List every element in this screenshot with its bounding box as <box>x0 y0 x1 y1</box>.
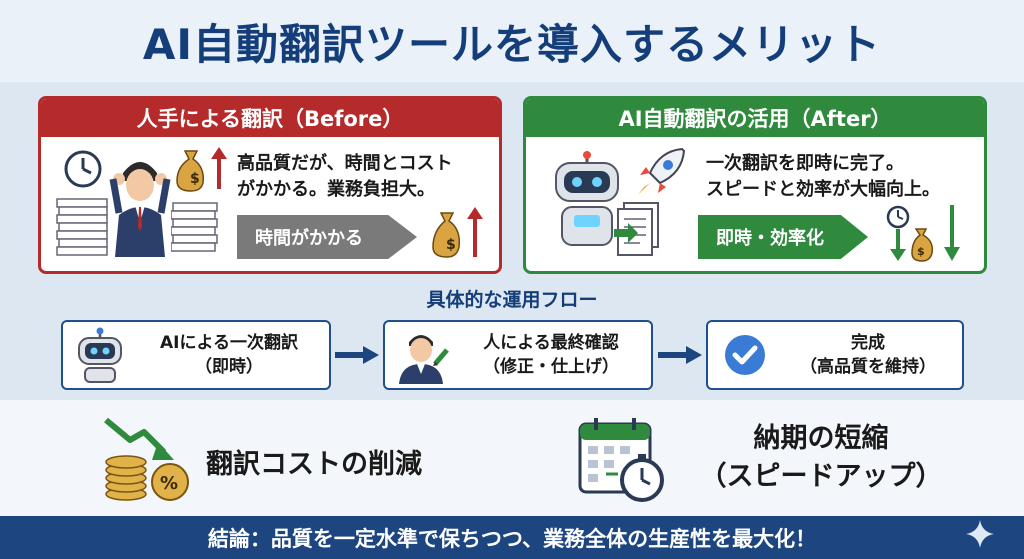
paper-stack-icon <box>171 202 218 252</box>
checkmark-icon <box>725 335 765 375</box>
svg-text:$: $ <box>190 171 200 187</box>
after-card: AI自動翻訳の活用（After） 一次翻訳を即時に完了。 スピードと効率が大幅向… <box>523 96 987 274</box>
instant-efficiency-arrow: 即時・効率化 <box>698 215 868 259</box>
flow-step-label: 完成 <box>851 333 885 353</box>
benefit-speedup-line-2: （スピードアップ） <box>699 461 943 492</box>
flow-step-label: AIによる一次翻訳 <box>160 333 298 353</box>
flow-arrow-icon <box>658 346 702 364</box>
robot-icon <box>555 151 619 246</box>
flow-step-sublabel: （即時） <box>195 357 263 377</box>
before-description-line-2: がかかる。業務負担大。 <box>237 179 435 200</box>
flow-step-text: 完成 （高品質を維持） <box>774 331 962 379</box>
time-consuming-arrow: 時間がかかる <box>237 215 417 259</box>
flow-step-complete: 完成 （高品質を維持） <box>706 320 964 390</box>
clock-money-down-icon: $ <box>886 205 960 262</box>
svg-text:$: $ <box>917 245 925 258</box>
flow-step-sublabel: （修正・仕上げ） <box>483 357 619 377</box>
page-title: AI自動翻訳ツールを導入するメリット <box>0 0 1024 82</box>
money-bag-icon: $ <box>176 147 227 192</box>
flow-arrow-icon <box>335 346 379 364</box>
flow-step-text: 人による最終確認 （修正・仕上げ） <box>451 331 651 379</box>
stressed-worker-icon <box>109 162 171 257</box>
after-description-line-2: スピードと効率が大幅向上。 <box>706 179 940 200</box>
svg-text:%: % <box>160 473 178 494</box>
after-card-header: AI自動翻訳の活用（After） <box>526 99 984 137</box>
before-card: 人手による翻訳（Before） $ <box>38 96 502 274</box>
conclusion-banner: 結論：品質を一定水準で保ちつつ、業務全体の生産性を最大化！ <box>0 516 1024 559</box>
flow-step-sublabel: （高品質を維持） <box>800 357 936 377</box>
before-card-header: 人手による翻訳（Before） <box>41 99 499 137</box>
benefit-speedup-line-1: 納期の短縮 <box>753 423 889 454</box>
coins-decrease-icon: % <box>104 417 189 501</box>
robot-icon <box>78 327 122 383</box>
reviewer-icon <box>399 335 449 384</box>
flow-step-human-review: 人による最終確認 （修正・仕上げ） <box>383 320 653 390</box>
calendar-stopwatch-icon <box>578 418 664 502</box>
before-description-line-1: 高品質だが、時間とコスト <box>237 153 453 174</box>
benefit-speedup: 納期の短縮 （スピードアップ） <box>686 420 956 496</box>
rocket-icon <box>638 147 686 195</box>
sparkle-icon <box>966 520 994 548</box>
flow-title: 具体的な運用フロー <box>426 289 598 311</box>
paper-stack-icon <box>56 198 108 256</box>
after-description: 一次翻訳を即時に完了。 スピードと効率が大幅向上。 <box>706 151 940 203</box>
flow-step-ai-translation: AIによる一次翻訳 （即時） <box>61 320 331 390</box>
flow-step-label: 人による最終確認 <box>483 333 619 353</box>
flow-step-text: AIによる一次翻訳 （即時） <box>129 331 329 379</box>
clock-icon <box>64 150 102 188</box>
document-icon <box>614 202 659 256</box>
after-description-line-1: 一次翻訳を即時に完了。 <box>706 153 904 174</box>
before-description: 高品質だが、時間とコスト がかかる。業務負担大。 <box>237 151 453 203</box>
money-bag-up-icon: $ <box>432 207 483 258</box>
svg-text:$: $ <box>446 237 456 253</box>
benefit-cost-reduction: 翻訳コストの削減 <box>206 449 422 480</box>
